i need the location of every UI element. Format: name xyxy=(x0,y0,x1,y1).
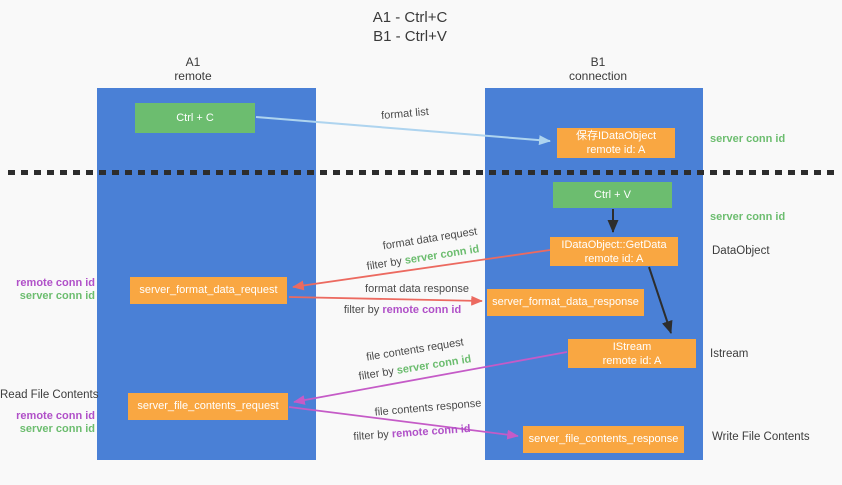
column-b1-name: B1 xyxy=(590,55,606,69)
label-dataobject: DataObject xyxy=(712,245,770,257)
column-header-a1: A1 remote xyxy=(133,55,253,83)
diagram-title: A1 - Ctrl+C B1 - Ctrl+V xyxy=(0,8,820,46)
node-idataobject-getdata: IDataObject::GetData remote id: A xyxy=(550,237,678,266)
label-server-conn-id-right-mid: server conn id xyxy=(710,211,786,223)
node-ctrl-v: Ctrl + V xyxy=(553,182,672,208)
label-format-data-response-filter: filter by remote conn id xyxy=(340,304,465,316)
label-remote-conn-id-left-top: remote conn id xyxy=(16,277,95,289)
label-server-conn-id-left-top: server conn id xyxy=(19,290,95,302)
label-format-data-response: format data response xyxy=(365,283,469,295)
node-ctrl-c: Ctrl + C xyxy=(135,103,255,133)
filter-key-remote-conn-id: remote conn id xyxy=(391,422,471,441)
node-server-format-data-response: server_format_data_response xyxy=(487,289,644,316)
label-remote-conn-id-left-bottom: remote conn id xyxy=(16,410,95,422)
filter-prefix: filter by xyxy=(353,428,393,444)
label-conn-ids-left-top: remote conn id server conn id xyxy=(0,277,95,303)
node-save-idataobject-line2: remote id: A xyxy=(586,144,646,156)
label-read-file-contents: Read File Contents xyxy=(0,389,99,401)
node-server-file-contents-response: server_file_contents_response xyxy=(523,426,684,453)
label-server-conn-id-left-bottom: server conn id xyxy=(19,423,95,435)
node-istream: IStream remote id: A xyxy=(568,339,696,368)
label-server-conn-id-right-top: server conn id xyxy=(710,133,786,145)
filter-prefix: filter by xyxy=(365,254,406,273)
node-save-idataobject: 保存IDataObject remote id: A xyxy=(557,128,675,158)
clipboard-boundary-dotted-line xyxy=(8,170,836,175)
node-save-idataobject-line1: 保存IDataObject xyxy=(575,130,657,142)
column-a1-name: A1 xyxy=(185,55,201,69)
node-idataobject-getdata-line1: IDataObject::GetData xyxy=(561,238,667,251)
column-header-b1: B1 connection xyxy=(538,55,658,83)
label-conn-ids-left-bottom: remote conn id server conn id xyxy=(0,410,95,436)
column-a1-subtitle: remote xyxy=(174,69,212,83)
node-server-file-contents-request: server_file_contents_request xyxy=(128,393,288,420)
title-line-2: B1 - Ctrl+V xyxy=(373,28,447,45)
label-format-list: format list xyxy=(380,105,430,123)
node-istream-line1: IStream xyxy=(612,340,652,353)
node-istream-line2: remote id: A xyxy=(602,354,662,367)
column-b1-subtitle: connection xyxy=(568,69,628,83)
filter-prefix: filter by xyxy=(343,304,383,316)
label-istream: Istream xyxy=(710,348,749,360)
title-line-1: A1 - Ctrl+C xyxy=(372,9,448,26)
arrow-format-data-response xyxy=(288,295,483,306)
label-write-file-contents: Write File Contents xyxy=(712,431,810,443)
label-file-contents-response-filter: filter by remote conn id xyxy=(352,423,473,443)
node-idataobject-getdata-line2: remote id: A xyxy=(584,252,644,265)
filter-key-remote-conn-id: remote conn id xyxy=(382,304,462,316)
filter-prefix: filter by xyxy=(357,364,398,383)
label-file-contents-response: file contents response xyxy=(374,397,482,419)
node-server-format-data-request: server_format_data_request xyxy=(130,277,287,304)
